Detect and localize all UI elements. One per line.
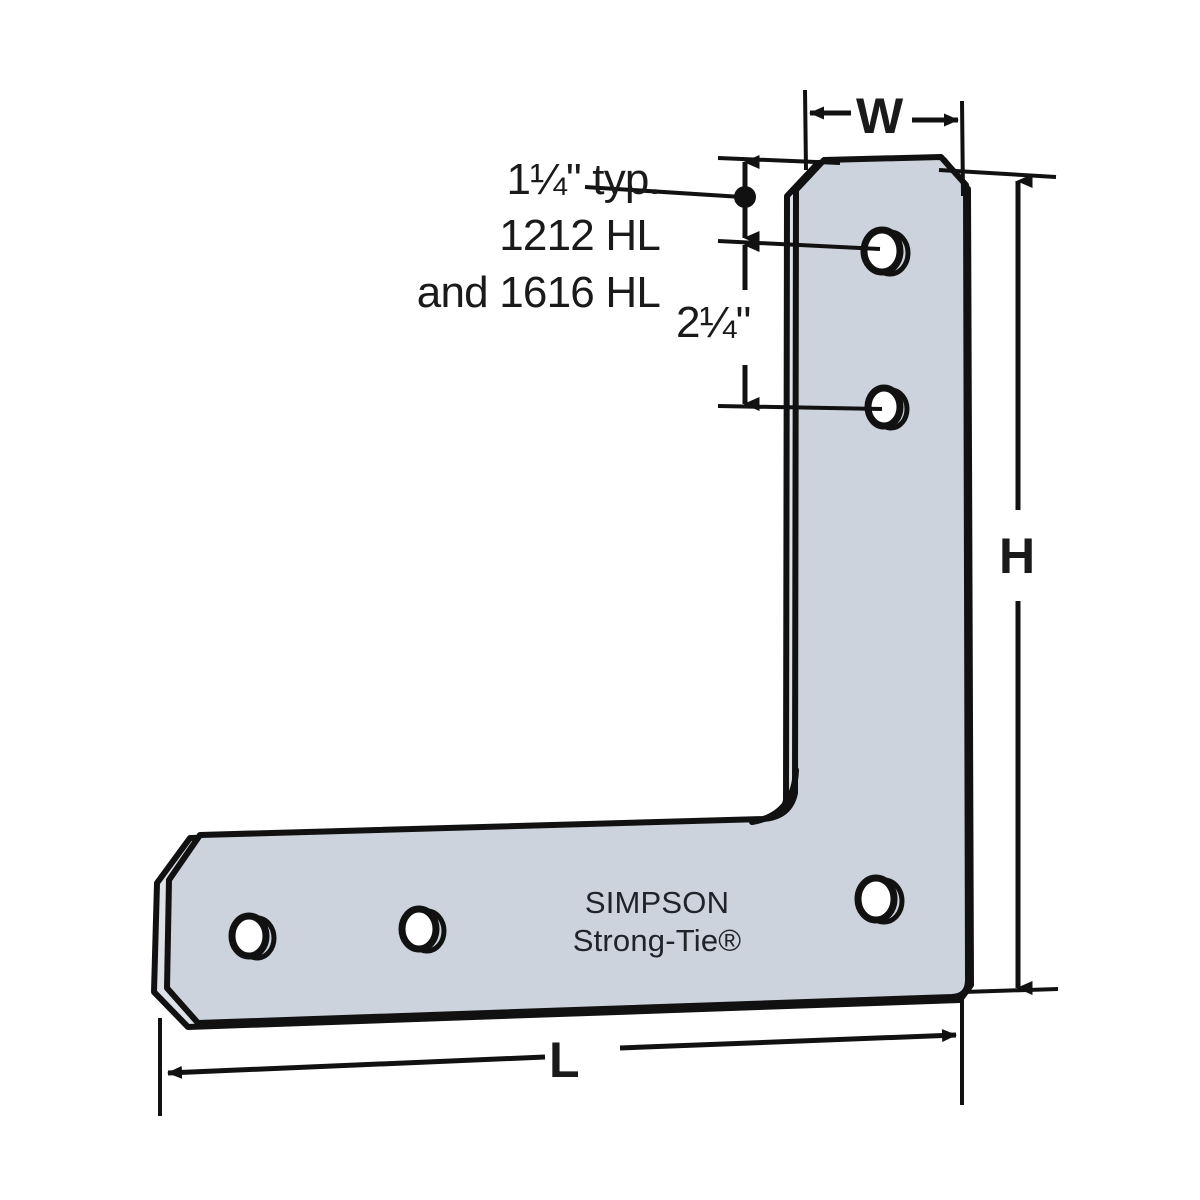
hole-corner	[854, 874, 898, 924]
inner-corner-fillet	[749, 767, 799, 825]
hole-horizontal-leg-middle	[398, 905, 440, 953]
brand-line-simpson: SIMPSON	[584, 885, 730, 920]
edge-distance-extension-top	[717, 156, 841, 165]
hole-spacing-label: 2¼"	[676, 298, 751, 347]
chamfer-crease-bottom-left	[165, 986, 200, 1025]
width-dimension-label: W	[856, 88, 904, 144]
w-extension-line-right	[960, 100, 965, 197]
product-callout-block: 1¼" typ. 1212 HL and 1616 HL	[300, 152, 661, 321]
height-dimension-label: H	[999, 528, 1036, 584]
chamfer-crease-top-left	[166, 833, 203, 882]
dimension-edge-distance	[584, 155, 841, 245]
dimension-w	[803, 89, 965, 197]
edge-distance-leader-line	[584, 185, 743, 199]
l-dimension-arrow-right	[619, 1029, 957, 1051]
dimension-l	[158, 993, 964, 1116]
callout-model-1212hl: 1212 HL	[499, 211, 661, 261]
hole-horizontal-leg-left	[228, 912, 270, 960]
callout-edge-distance: 1¼" typ.	[506, 155, 660, 204]
brand-line-strong-tie: Strong-Tie®	[572, 922, 742, 958]
callout-model-1616hl: and 1616 HL	[416, 267, 661, 317]
hole-group	[228, 226, 911, 961]
l-dimension-arrow-left	[167, 1054, 546, 1079]
l-bracket-body	[151, 154, 974, 1030]
dimension-hole-spacing	[717, 238, 883, 411]
chamfer-crease-top-left-vert	[794, 158, 826, 192]
h-extension-line-bottom	[962, 987, 1059, 994]
h-extension-line-top	[938, 168, 1057, 179]
w-extension-line-left	[803, 89, 808, 171]
hole-vertical-leg-top	[860, 226, 904, 276]
dimension-h	[938, 168, 1059, 995]
brand-stamp: SIMPSON Strong-Tie®	[537, 884, 777, 960]
length-dimension-label: L	[549, 1032, 580, 1088]
leader-dot	[734, 186, 756, 208]
